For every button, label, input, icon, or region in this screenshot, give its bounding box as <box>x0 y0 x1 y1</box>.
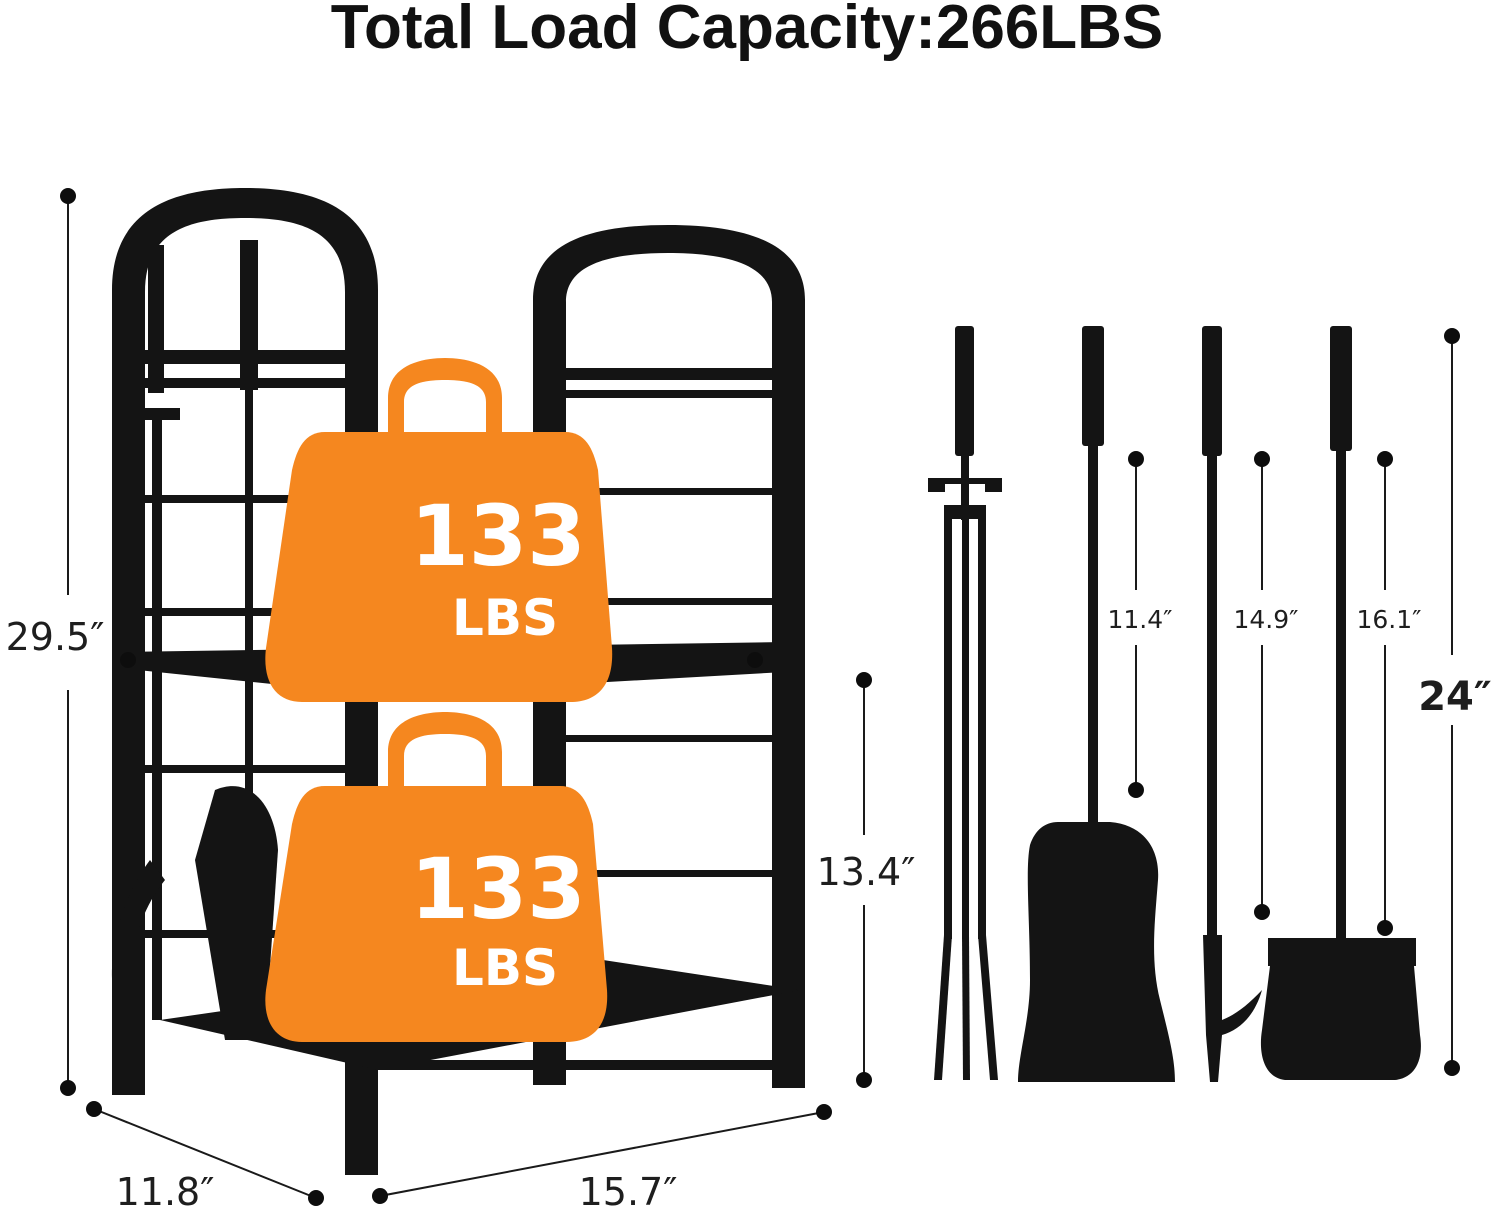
rack-height-dimension: 29.5″ <box>6 188 105 1096</box>
shovel-handle-label: 11.4″ <box>1107 605 1172 634</box>
tool-overall-dimension: 24″ <box>1418 328 1492 1076</box>
weight-lower: 133 LBS <box>265 712 608 1042</box>
poker-handle-dimension: 14.9″ <box>1233 451 1299 920</box>
weight-upper: 133 LBS <box>265 358 613 702</box>
poker <box>1202 326 1262 1082</box>
tool-overall-label: 24″ <box>1418 674 1492 720</box>
broom <box>1260 326 1421 1080</box>
weight-upper-value: 133 <box>410 487 585 585</box>
rack-depth-dimension: 11.8″ <box>86 1101 324 1211</box>
left-arch-frame <box>112 188 378 1175</box>
rack-depth-label: 11.8″ <box>116 1170 215 1211</box>
poker-handle-label: 14.9″ <box>1233 605 1298 634</box>
fireplace-tool-set <box>928 326 1421 1082</box>
tongs <box>928 326 1002 1080</box>
weight-lower-unit: LBS <box>452 939 558 997</box>
rack-height-label: 29.5″ <box>6 615 105 659</box>
rack-width-label: 15.7″ <box>579 1170 678 1211</box>
weight-lower-value: 133 <box>410 840 585 938</box>
rack-width-dimension: 15.7″ <box>372 1104 832 1211</box>
shovel-handle-dimension: 11.4″ <box>1107 451 1173 798</box>
shelf-height-dimension: 13.4″ <box>817 672 916 1088</box>
broom-handle-dimension: 16.1″ <box>1356 451 1422 936</box>
shelf-height-label: 13.4″ <box>817 850 916 894</box>
load-capacity-headline: Total Load Capacity:266LBS <box>331 0 1164 62</box>
broom-handle-label: 16.1″ <box>1356 605 1421 634</box>
shovel <box>1018 326 1175 1082</box>
weight-upper-unit: LBS <box>452 589 558 647</box>
